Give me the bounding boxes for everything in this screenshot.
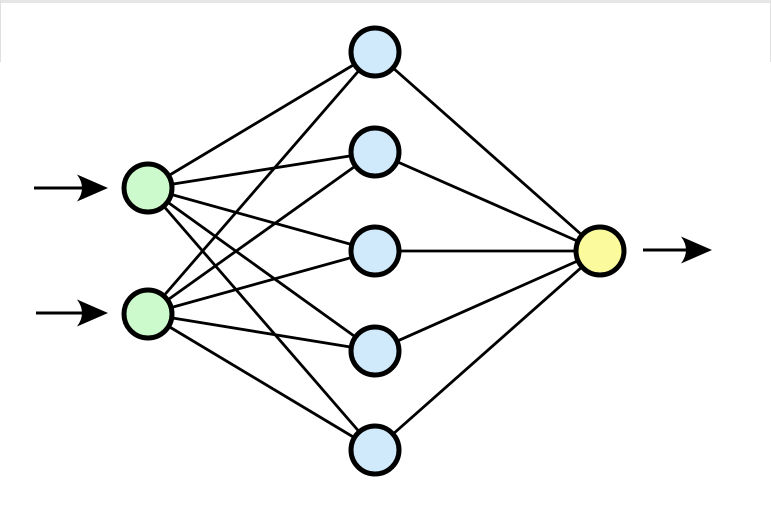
hidden-node-1 [348, 25, 402, 79]
edge-input-2-hidden-4 [147, 312, 376, 353]
edge-input-1-hidden-4 [147, 186, 376, 353]
edge-input-1-hidden-5 [146, 187, 377, 451]
input-arrow-1-arrowhead-icon [77, 174, 108, 202]
edge-input-1-hidden-3 [147, 186, 376, 253]
edge-input-2-hidden-1 [146, 51, 377, 315]
edge-hidden-1-output-1 [374, 50, 601, 253]
input-node-1 [121, 161, 175, 215]
hidden-node-3 [348, 224, 402, 278]
hidden-node-2 [348, 125, 402, 179]
output-arrow-arrowhead-icon [681, 236, 712, 264]
window-top-border [0, 0, 771, 3]
input-arrow-2-arrowhead-icon [77, 299, 108, 327]
edge-input-2-hidden-3 [147, 249, 376, 316]
edge-input-1-hidden-2 [147, 150, 376, 190]
edge-hidden-2-output-1 [374, 150, 601, 253]
output-node [573, 224, 627, 278]
edge-hidden-5-output-1 [374, 249, 601, 452]
hidden-node-4 [348, 324, 402, 378]
hidden-node-5 [348, 423, 402, 477]
input-node-2 [121, 287, 175, 341]
edge-hidden-4-output-1 [374, 249, 601, 353]
edge-input-2-hidden-5 [147, 312, 376, 452]
edge-input-1-hidden-1 [147, 50, 376, 190]
edge-input-2-hidden-2 [147, 150, 376, 316]
window-left-border [0, 0, 1, 62]
